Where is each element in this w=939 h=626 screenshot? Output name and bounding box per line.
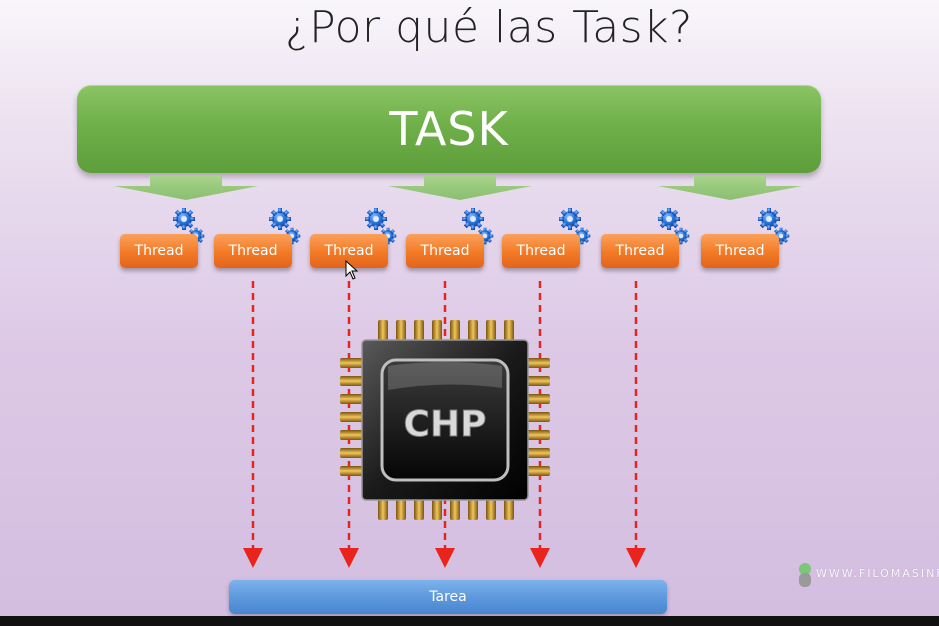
mouse-cursor-icon <box>345 260 359 280</box>
chip-icon: CHP <box>340 320 550 520</box>
down-arrow-left <box>114 176 258 200</box>
slide-title: ¿Por qué las Task? <box>285 2 693 53</box>
task-label: TASK <box>389 102 509 156</box>
thread-box-2: Thread <box>214 234 292 268</box>
logo-icon <box>799 563 811 587</box>
down-arrow-center <box>388 176 532 200</box>
tarea-box: Tarea <box>229 580 667 614</box>
chip-label: CHP <box>404 404 487 445</box>
bottom-bar <box>0 616 939 626</box>
thread-box-5: Thread <box>502 234 580 268</box>
thread-box-1: Thread <box>120 234 198 268</box>
thread-box-3: Thread <box>310 234 388 268</box>
task-bar: TASK <box>77 85 821 173</box>
thread-box-7: Thread <box>701 234 779 268</box>
down-arrow-right <box>658 176 802 200</box>
watermark-text: WWW.FILOMASINFO <box>816 567 939 580</box>
thread-box-4: Thread <box>406 234 484 268</box>
thread-box-6: Thread <box>601 234 679 268</box>
